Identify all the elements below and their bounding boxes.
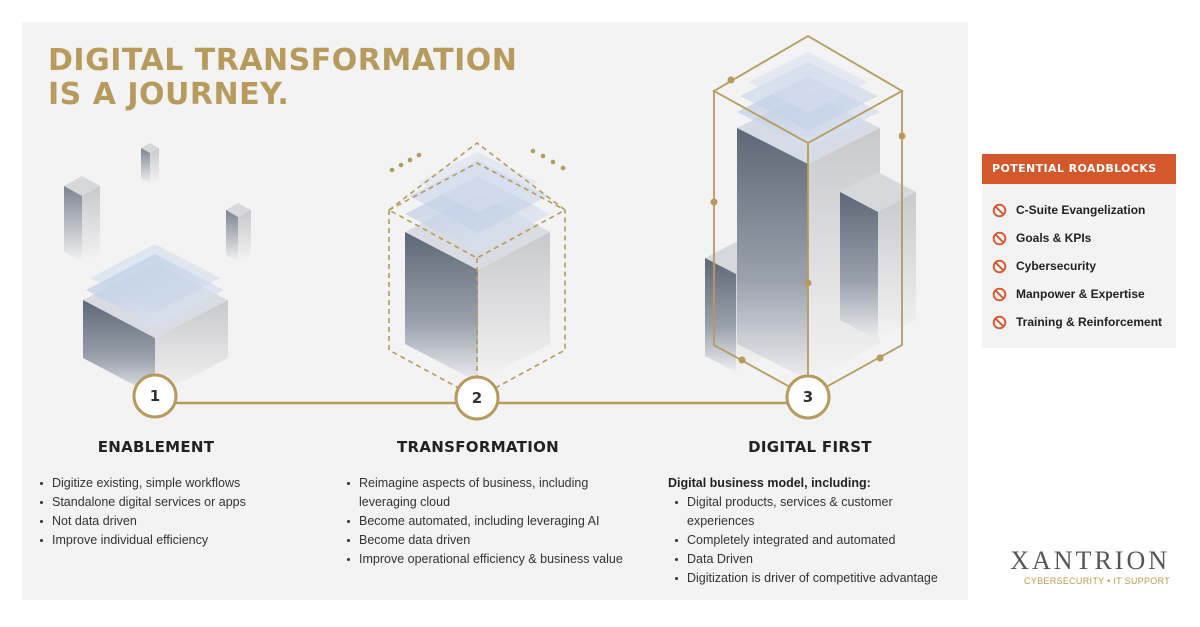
list-item: Digitization is driver of competitive ad…	[673, 569, 963, 588]
list-item: Data Driven	[673, 550, 963, 569]
list-item: Improve operational efficiency & busines…	[345, 550, 635, 569]
step-3-marker: 3	[785, 374, 831, 420]
title-line-1: DIGITAL TRANSFORMATION	[48, 43, 518, 78]
roadblocks-panel: POTENTIAL ROADBLOCKS C-Suite Evangelizat…	[982, 154, 1176, 348]
title-line-2: IS A JOURNEY.	[48, 77, 290, 112]
stage-2-bullets: Reimagine aspects of business, including…	[345, 474, 635, 569]
roadblock-item: C-Suite Evangelization	[992, 196, 1176, 224]
roadblock-label: C-Suite Evangelization	[1016, 203, 1146, 217]
stage-1-cube	[83, 244, 228, 396]
floating-block	[64, 176, 100, 262]
roadblock-item: Training & Reinforcement	[992, 308, 1176, 336]
list-item: Digital products, services & customer ex…	[673, 493, 963, 531]
logo-wordmark: XANTRION	[1010, 546, 1170, 575]
step-1-marker: 1	[132, 373, 178, 419]
roadblock-label: Cybersecurity	[1016, 259, 1097, 273]
prohibited-icon	[992, 231, 1007, 245]
roadblock-label: Manpower & Expertise	[1016, 287, 1145, 301]
prohibited-icon	[992, 315, 1007, 329]
roadblocks-list: C-Suite Evangelization Goals & KPIs Cybe…	[982, 184, 1176, 336]
list-item: Become data driven	[345, 531, 635, 550]
stage-2-title: TRANSFORMATION	[397, 438, 559, 456]
floating-block	[226, 203, 251, 262]
list-item: Reimagine aspects of business, including	[345, 474, 635, 493]
roadblocks-header: POTENTIAL ROADBLOCKS	[982, 154, 1176, 184]
floating-block	[141, 143, 159, 184]
list-item: Digitize existing, simple workflows	[38, 474, 318, 493]
list-item: Become automated, including leveraging A…	[345, 512, 635, 531]
list-item: Standalone digital services or apps	[38, 493, 318, 512]
page-title: DIGITAL TRANSFORMATION IS A JOURNEY.	[48, 44, 517, 112]
stage-1-title: ENABLEMENT	[97, 438, 215, 456]
stage-3-towers	[705, 34, 916, 399]
list-item: Completely integrated and automated	[673, 531, 963, 550]
roadblock-item: Manpower & Expertise	[992, 280, 1176, 308]
step-2-marker: 2	[454, 375, 500, 421]
list-item: Improve individual efficiency	[38, 531, 318, 550]
roadblock-label: Goals & KPIs	[1016, 231, 1092, 245]
logo-tagline: CYBERSECURITY • IT SUPPORT	[1024, 576, 1170, 586]
company-logo: XANTRION CYBERSECURITY • IT SUPPORT	[990, 546, 1170, 587]
step-1-number: 1	[150, 387, 160, 405]
step-3-number: 3	[803, 388, 813, 406]
stage-2-tower	[387, 141, 567, 399]
list-item: leveraging cloud	[359, 495, 451, 509]
stage-3-bullets: Digital products, services & customer ex…	[673, 493, 963, 588]
step-2-number: 2	[472, 389, 482, 407]
roadblock-item: Cybersecurity	[992, 252, 1176, 280]
prohibited-icon	[992, 203, 1007, 217]
stage-3-lead: Digital business model, including:	[668, 476, 871, 490]
prohibited-icon	[992, 259, 1007, 273]
stage-3-title: DIGITAL FIRST	[748, 438, 872, 456]
roadblock-item: Goals & KPIs	[992, 224, 1176, 252]
list-item: Not data driven	[38, 512, 318, 531]
roadblock-label: Training & Reinforcement	[1016, 315, 1163, 329]
prohibited-icon	[992, 287, 1007, 301]
stage-1-bullets: Digitize existing, simple workflows Stan…	[38, 474, 318, 550]
